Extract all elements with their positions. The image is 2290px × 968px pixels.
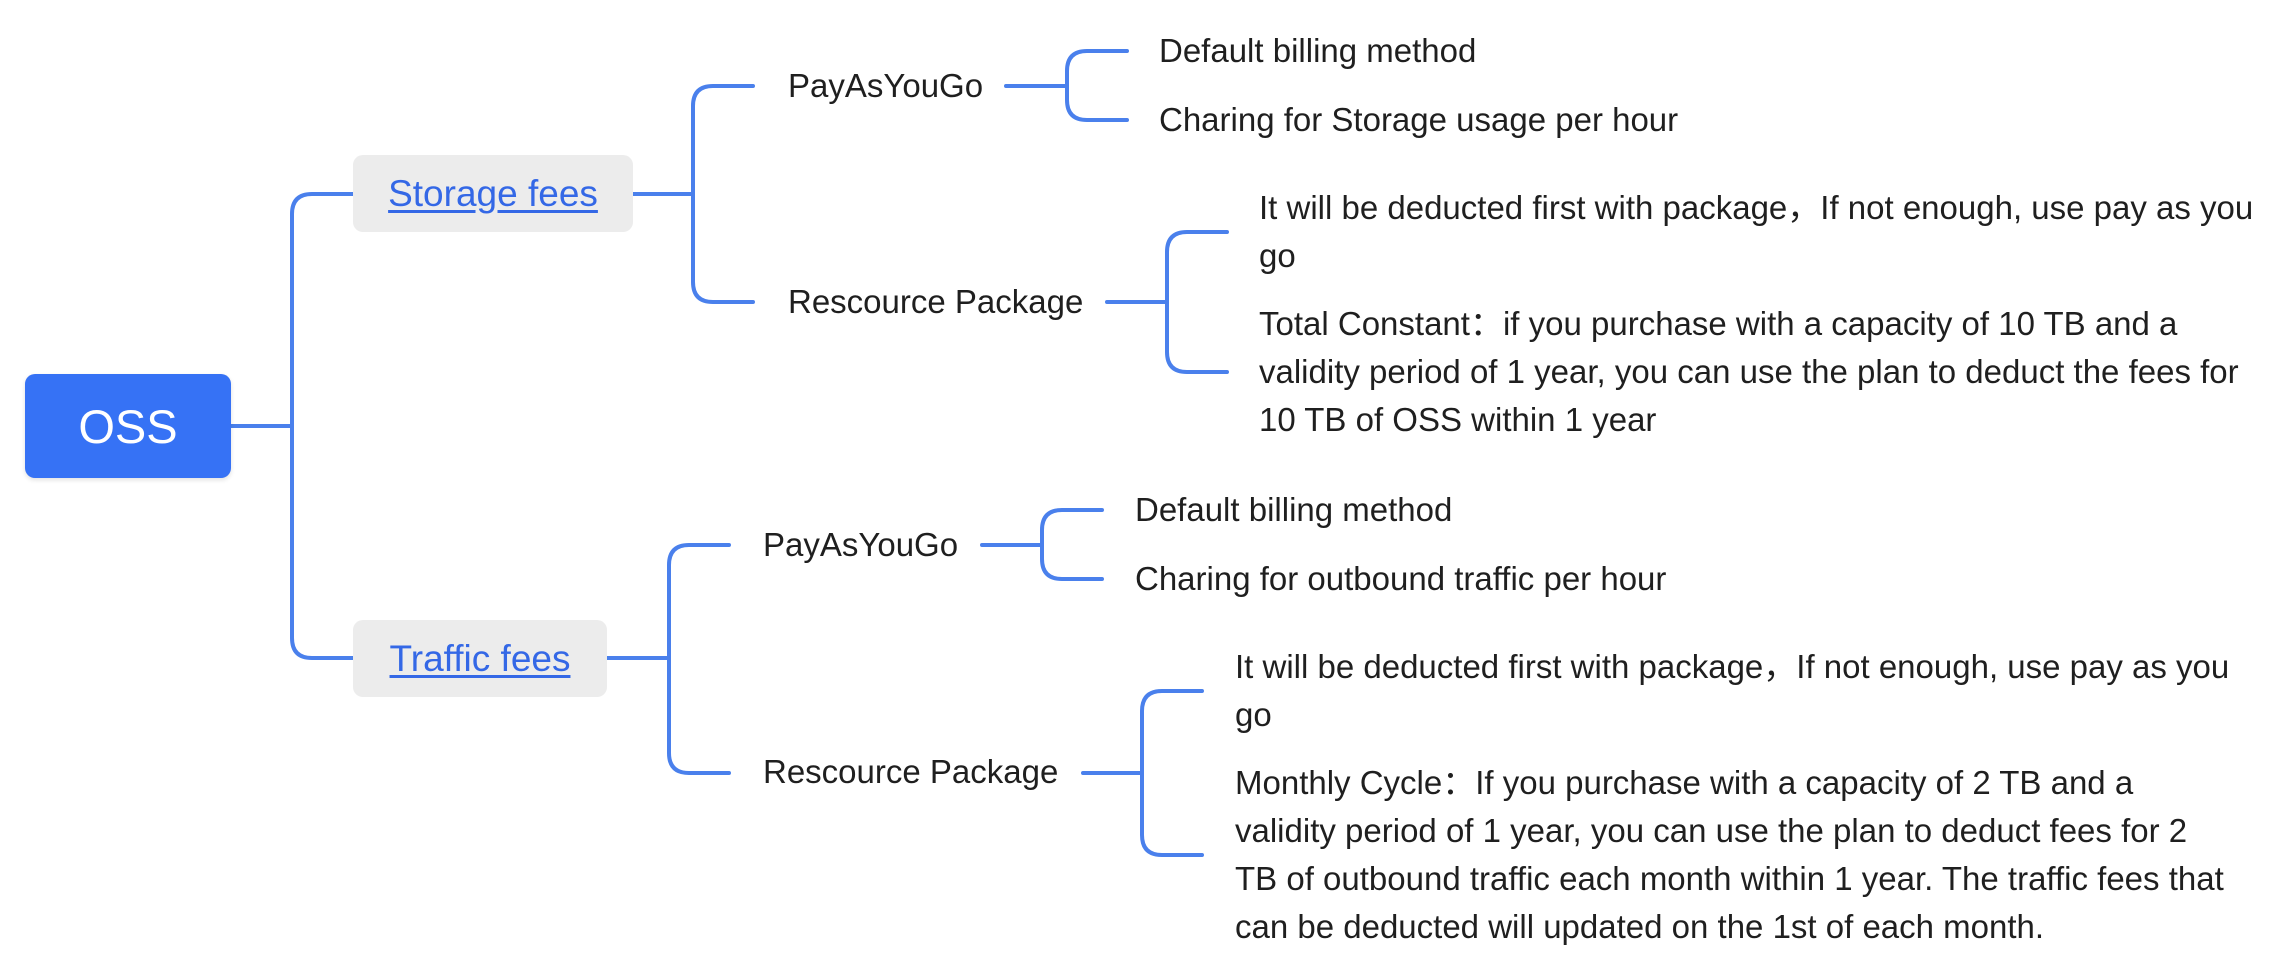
- traffic-fees-link[interactable]: Traffic fees: [389, 637, 571, 679]
- storage-payasyougo-label: PayAsYouGo: [788, 67, 984, 104]
- traffic-payasyougo-node: PayAsYouGo: [763, 525, 958, 565]
- traffic-rp-leaf-deducted: It will be deducted first with package，I…: [1235, 643, 2235, 739]
- connector-storage-payg-to-charging: [1065, 84, 1129, 122]
- category-traffic-fees[interactable]: Traffic fees: [353, 620, 607, 697]
- storage-rp-leaf-total-constant: Total Constant：if you purchase with a ca…: [1259, 300, 2279, 444]
- connector-storage-to-payasyougo: [631, 84, 755, 196]
- traffic-rp-deducted-text: It will be deducted first with package，I…: [1235, 648, 2230, 733]
- traffic-rp-monthly-cycle-text: Monthly Cycle：If you purchase with a cap…: [1235, 764, 2224, 945]
- connector-traffic-rp-to-deducted: [1081, 689, 1204, 775]
- traffic-payg-leaf-charging: Charing for outbound traffic per hour: [1135, 555, 1666, 603]
- storage-payasyougo-node: PayAsYouGo: [788, 66, 983, 106]
- storage-payg-default-text: Default billing method: [1159, 32, 1477, 69]
- traffic-payg-leaf-default: Default billing method: [1135, 486, 1452, 534]
- storage-rp-deducted-text: It will be deducted first with package，I…: [1259, 189, 2254, 274]
- root-node-oss: OSS: [25, 374, 231, 478]
- connector-traffic-to-payasyougo: [605, 543, 731, 660]
- storage-payg-leaf-default: Default billing method: [1159, 27, 1476, 75]
- storage-rp-total-constant-text: Total Constant：if you purchase with a ca…: [1259, 305, 2239, 438]
- connector-storage-payg-to-default: [1004, 49, 1129, 88]
- connector-traffic-payg-to-default: [980, 508, 1104, 547]
- connector-traffic-payg-to-charging: [1040, 543, 1104, 581]
- traffic-resource-package-node: Rescource Package: [763, 752, 1058, 792]
- traffic-rp-leaf-monthly-cycle: Monthly Cycle：If you purchase with a cap…: [1235, 759, 2235, 951]
- root-label: OSS: [78, 399, 178, 453]
- storage-rp-leaf-deducted: It will be deducted first with package，I…: [1259, 184, 2259, 280]
- traffic-resource-package-label: Rescource Package: [763, 753, 1059, 790]
- connector-root-to-storage-fees: [229, 192, 355, 428]
- connector-traffic-to-resource-package: [667, 656, 731, 775]
- category-storage-fees[interactable]: Storage fees: [353, 155, 633, 232]
- connector-storage-to-resource-package: [691, 192, 755, 304]
- storage-payg-charging-text: Charing for Storage usage per hour: [1159, 101, 1679, 138]
- traffic-payg-charging-text: Charing for outbound traffic per hour: [1135, 560, 1667, 597]
- traffic-payasyougo-label: PayAsYouGo: [763, 526, 959, 563]
- connector-storage-rp-to-deducted: [1105, 230, 1229, 304]
- traffic-payg-default-text: Default billing method: [1135, 491, 1453, 528]
- storage-resource-package-label: Rescource Package: [788, 283, 1084, 320]
- connector-storage-rp-to-total-constant: [1165, 300, 1229, 374]
- storage-fees-link[interactable]: Storage fees: [388, 172, 598, 214]
- storage-payg-leaf-charging: Charing for Storage usage per hour: [1159, 96, 1678, 144]
- storage-resource-package-node: Rescource Package: [788, 282, 1083, 322]
- connector-traffic-rp-to-monthly-cycle: [1140, 771, 1204, 857]
- connector-root-to-traffic-fees: [290, 424, 355, 660]
